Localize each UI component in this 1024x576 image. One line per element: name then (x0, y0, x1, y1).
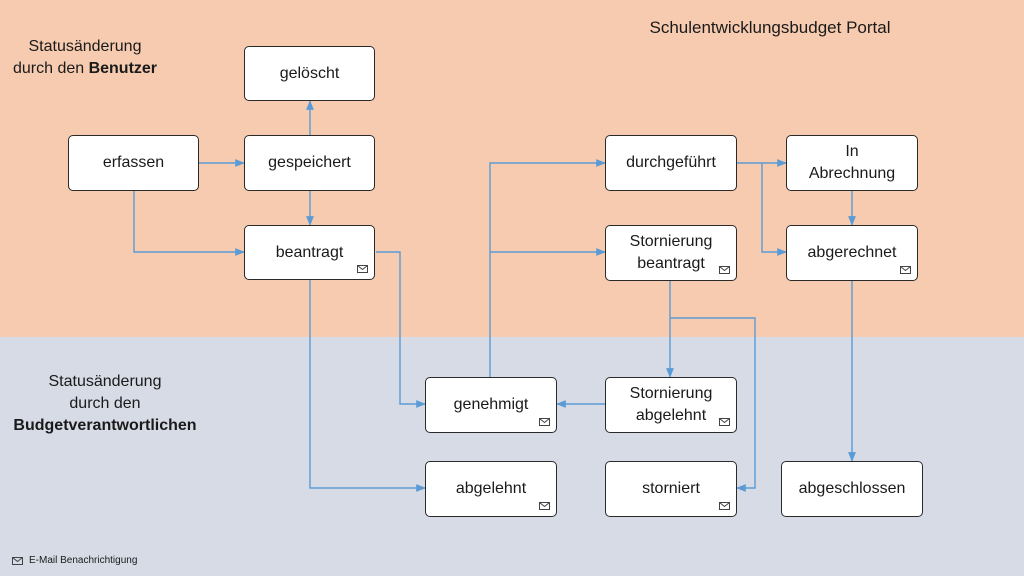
node-erfassen-label: erfassen (102, 154, 165, 171)
legend: E-Mail Benachrichtigung (12, 555, 137, 566)
node-stornierung-beantragt-label: Stornierung beantragt (629, 233, 713, 272)
arrow-durchgefuehrt-abgerechnet (761, 163, 787, 256)
legend-label: E-Mail Benachrichtigung (29, 555, 138, 566)
node-abgeschlossen: abgeschlossen (781, 461, 923, 517)
mail-icon (719, 502, 730, 510)
user-section-line2: durch den (12, 60, 89, 77)
node-storniert: storniert (605, 461, 737, 517)
node-erfassen: erfassen (68, 135, 199, 191)
node-gespeichert: gespeichert (244, 135, 375, 191)
node-stornierung-abgelehnt: Stornierung abgelehnt (605, 377, 737, 433)
arrow-stornierung-beantragt-storniert (670, 317, 756, 492)
portal-title: Schulentwicklungsbudget Portal (649, 18, 891, 37)
mail-icon (12, 556, 23, 565)
node-storniert-label: storniert (642, 480, 700, 497)
arrow-genehmigt-durchgefuehrt (489, 159, 606, 377)
node-beantragt: beantragt (244, 225, 375, 280)
mail-icon (539, 418, 550, 426)
node-beantragt-label: beantragt (275, 243, 344, 261)
user-section-label: Statusänderung durch den Benutzer (5, 36, 165, 80)
node-in-abrechnung: In Abrechnung (786, 135, 918, 191)
node-geloescht: gelöscht (244, 46, 375, 101)
owner-section-line1: Statusänderung (48, 373, 162, 390)
node-abgerechnet: abgerechnet (786, 225, 918, 281)
mail-icon (539, 502, 550, 510)
node-in-abrechnung-label: In Abrechnung (808, 143, 896, 182)
mail-icon (719, 418, 730, 426)
user-section-bold: Benutzer (88, 60, 158, 77)
node-abgerechnet-label: abgerechnet (807, 244, 897, 261)
mail-icon (719, 266, 730, 274)
node-gespeichert-label: gespeichert (268, 154, 351, 171)
node-abgelehnt: abgelehnt (425, 461, 557, 517)
node-geloescht-label: gelöscht (279, 64, 340, 82)
owner-section-bold: Budgetverantwortlichen (13, 417, 197, 434)
node-genehmigt: genehmigt (425, 377, 557, 433)
node-genehmigt-label: genehmigt (453, 396, 529, 413)
owner-section-line2: durch den (69, 395, 141, 412)
mail-icon (900, 266, 911, 274)
node-stornierung-beantragt: Stornierung beantragt (605, 225, 737, 281)
mail-icon (357, 265, 368, 273)
node-durchgefuehrt-label: durchgeführt (626, 154, 716, 171)
owner-section-label: Statusänderung durch den Budgetverantwor… (0, 371, 210, 437)
node-durchgefuehrt: durchgeführt (605, 135, 737, 191)
arrow-beantragt-abgelehnt (309, 280, 426, 492)
user-section-line1: Statusänderung (28, 38, 142, 55)
node-stornierung-abgelehnt-label: Stornierung abgelehnt (629, 385, 713, 424)
node-abgeschlossen-label: abgeschlossen (798, 480, 906, 497)
node-abgelehnt-label: abgelehnt (455, 480, 527, 497)
arrow-erfassen-beantragt (133, 191, 245, 256)
arrow-beantragt-genehmigt (376, 251, 426, 408)
